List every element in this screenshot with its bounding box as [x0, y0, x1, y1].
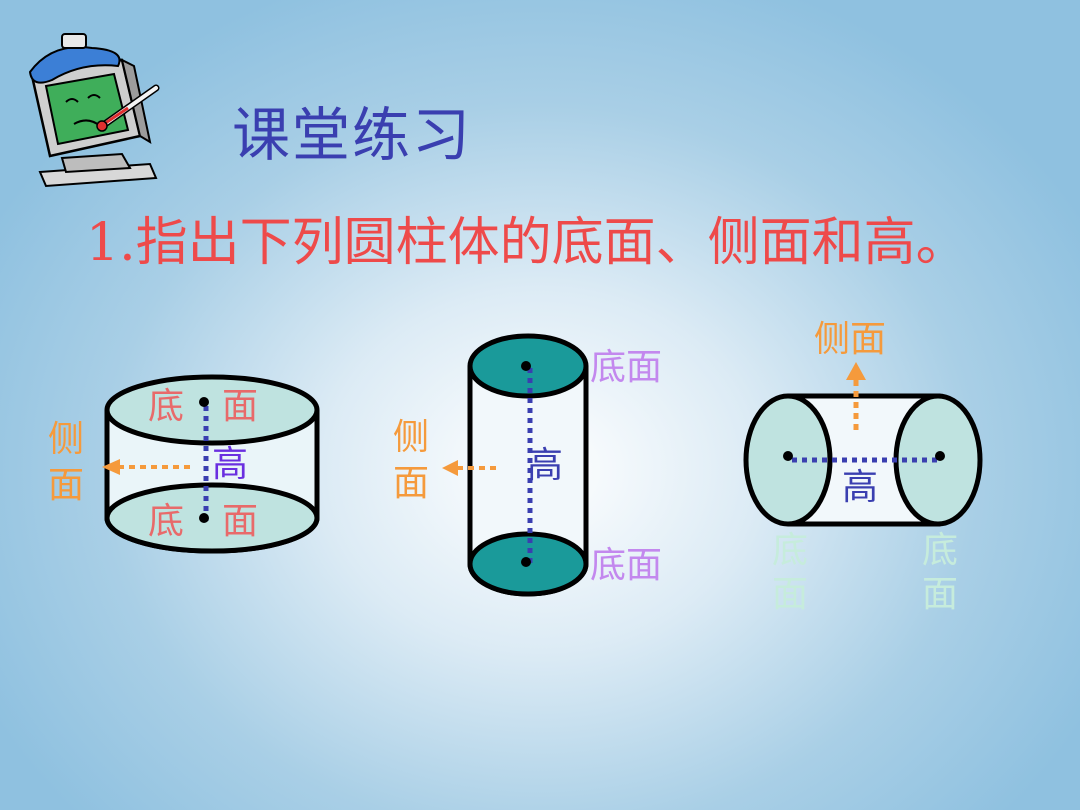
cylinder-2 — [467, 333, 589, 597]
cylinder-3 — [743, 393, 983, 527]
cyl3-height-label: 高 — [842, 467, 879, 508]
cyl2-side-label: 侧面 — [393, 417, 430, 504]
cyl1-top-label-2: 面 — [222, 386, 259, 427]
cyl1-top-label-1: 底 — [148, 386, 185, 427]
cyl3-side-arrow — [846, 362, 866, 432]
cyl2-side-arrow — [442, 460, 496, 476]
cyl1-bottom-label-2: 面 — [222, 501, 259, 542]
cyl3-left-label: 底面 — [772, 530, 809, 615]
cyl3-side-label: 侧面 — [814, 319, 887, 360]
sick-computer-with-thermometer-icon — [28, 33, 160, 188]
cyl1-height-label: 高 — [212, 444, 249, 485]
cyl2-height-label: 高 — [527, 445, 564, 486]
cyl2-bottom-label: 底面 — [590, 545, 663, 586]
cylinder-1 — [102, 374, 320, 554]
cyl3-right-label: 底面 — [922, 530, 959, 615]
cyl1-bottom-label-1: 底 — [148, 501, 185, 542]
cyl1-side-label: 侧面 — [48, 419, 85, 506]
cyl2-top-label: 底面 — [590, 347, 663, 388]
slide-title: 课堂练习 — [232, 101, 473, 169]
question-text: 1.指出下列圆柱体的底面、侧面和高。 — [86, 213, 968, 273]
